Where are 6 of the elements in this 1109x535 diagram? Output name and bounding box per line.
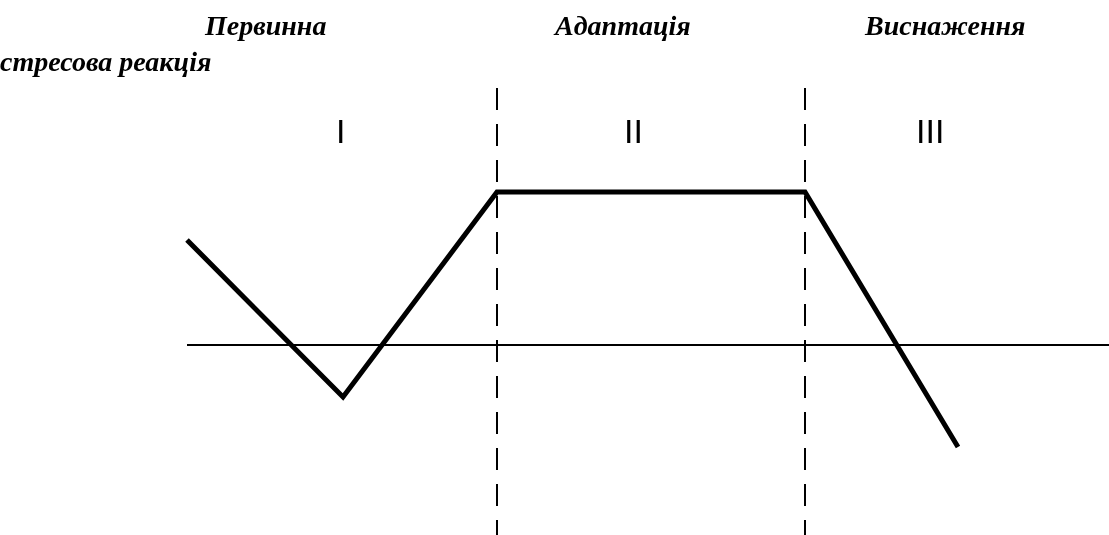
phase-number: III — [916, 112, 945, 150]
phase-number: II — [624, 112, 643, 150]
phase-title: Адаптація — [555, 9, 691, 43]
phase-title: Первинна стресова реакція — [0, 9, 328, 79]
phase-number: I — [336, 112, 346, 150]
phase-title: Виснаження — [865, 9, 1026, 43]
